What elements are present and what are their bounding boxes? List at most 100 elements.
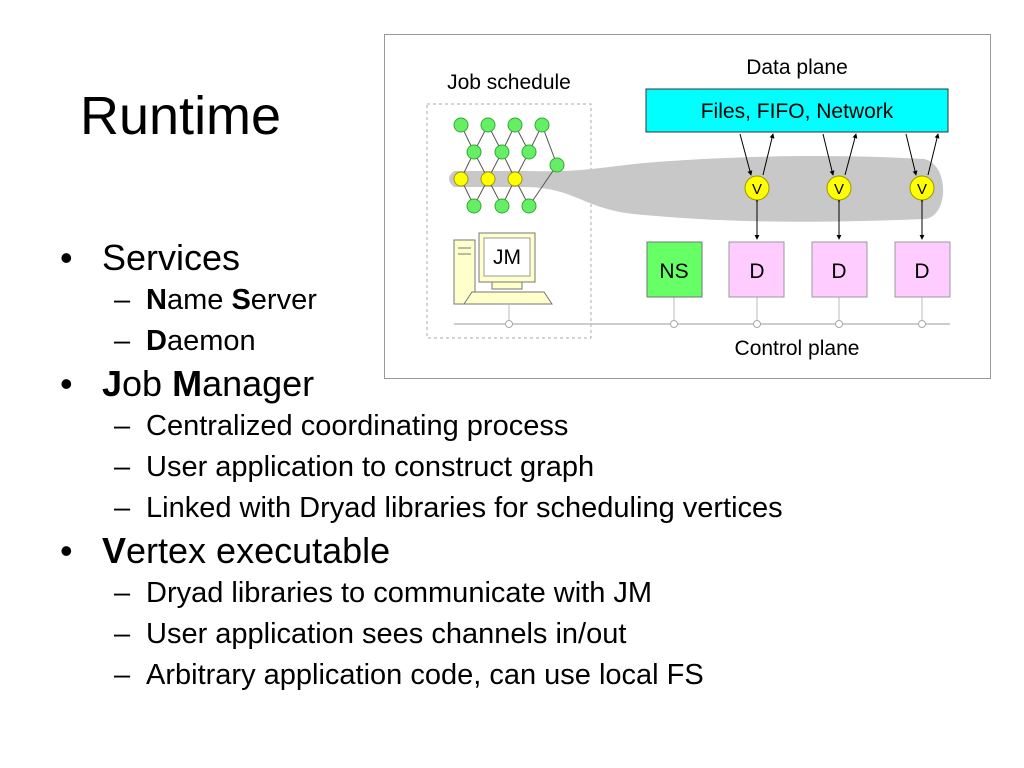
bullet-list: • Services – Name Server – Daemon • Job … (60, 236, 960, 696)
vertex-label: V (752, 181, 762, 198)
bullet-marker: • (60, 530, 73, 571)
graph-node (466, 144, 482, 160)
sub-bullet-text: Dryad libraries to communicate with JM (146, 577, 653, 609)
graph-edge (528, 164, 558, 207)
files-fifo-network-box (645, 88, 949, 133)
graph-node (466, 198, 482, 214)
ns-label: NS (659, 260, 688, 283)
bold-initial: D (146, 325, 167, 357)
sub-bullet-daemon: – Daemon (60, 321, 960, 362)
active-graph-node (480, 171, 496, 187)
bus-tap (753, 320, 761, 328)
computer-keyboard (463, 291, 553, 305)
vertex-label: V (917, 181, 927, 198)
dash-marker: – (114, 618, 131, 650)
data-arrow-out (927, 133, 940, 176)
sub-bullet-text: Linked with Dryad libraries for scheduli… (146, 492, 783, 524)
daemon-box (811, 241, 868, 298)
bus-tap (835, 320, 843, 328)
bold-initial: V (102, 530, 127, 571)
job-schedule-label: Job schedule (447, 71, 571, 94)
job-manager-computer-icon: JM (453, 232, 553, 305)
daemon-label: D (749, 260, 764, 283)
bullet-vertex-executable: • Vertex executable (60, 529, 960, 573)
slide-title: Runtime (80, 86, 282, 146)
sub-bullet: – Centralized coordinating process (60, 406, 960, 447)
files-fifo-network-label: Files, FIFO, Network (701, 100, 894, 123)
bullet-marker: • (60, 363, 73, 404)
dash-marker: – (114, 659, 131, 691)
vertex-nodes: V V V (744, 175, 935, 201)
graph-node (549, 157, 565, 173)
jm-label: JM (493, 246, 521, 269)
bullet-marker: • (60, 237, 73, 278)
text-part: ob (122, 363, 173, 404)
dash-marker: – (114, 492, 131, 524)
graph-node (507, 117, 523, 133)
text-part: aemon (166, 325, 256, 357)
vertex-node (909, 175, 935, 201)
graph-node (521, 198, 537, 214)
bullet-text: Services (102, 237, 241, 278)
sub-bullet-name-server: – Name Server (60, 280, 960, 321)
bus-tap (505, 320, 513, 328)
dash-marker: – (114, 325, 131, 357)
dash-marker: – (114, 410, 131, 442)
data-plane-links (739, 133, 940, 176)
bus-tap (670, 320, 678, 328)
data-arrow-out (762, 133, 775, 176)
data-plane-shape (449, 156, 944, 222)
graph-node (494, 144, 510, 160)
daemon-box (894, 241, 951, 298)
sub-bullet: – Arbitrary application code, can use lo… (60, 655, 960, 696)
dash-marker: – (114, 451, 131, 483)
vertex-node (744, 175, 770, 201)
graph-node (534, 117, 550, 133)
sub-bullet-text: Arbitrary application code, can use loca… (146, 659, 704, 691)
data-arrow-in (822, 133, 835, 176)
bold-initial: S (231, 284, 251, 316)
text-part: ame (166, 284, 232, 316)
active-graph-node (507, 171, 523, 187)
dash-marker: – (114, 284, 131, 316)
active-graph-node (453, 171, 469, 187)
bold-initial: N (146, 284, 167, 316)
data-arrow-in (905, 133, 918, 176)
bullet-services: • Services (60, 236, 960, 280)
daemon-vertex-links (754, 197, 925, 240)
daemon-label: D (831, 260, 846, 283)
sub-bullet-text: Centralized coordinating process (146, 410, 569, 442)
job-schedule-frame (426, 103, 592, 339)
bus-tap (918, 320, 926, 328)
data-arrow-in (739, 133, 753, 176)
name-server-box (646, 241, 703, 298)
control-plane-label: Control plane (735, 337, 860, 360)
bus-taps (505, 320, 926, 328)
sub-bullet-text: User application sees channels in/out (146, 618, 627, 650)
sub-bullet-text: User application to construct graph (146, 451, 595, 483)
bullet-job-manager: • Job Manager (60, 362, 960, 406)
job-graph (453, 117, 565, 214)
dash-marker: – (114, 577, 131, 609)
runtime-architecture-diagram: Job schedule Data plane Files, FIFO, Net… (384, 34, 991, 379)
sub-bullet: – User application sees channels in/out (60, 614, 960, 655)
job-graph-nodes (453, 117, 565, 214)
daemon-label: D (914, 260, 929, 283)
text-part: anager (202, 363, 315, 404)
monitor-screen (483, 237, 531, 277)
sub-bullet: – User application to construct graph (60, 447, 960, 488)
data-plane-label: Data plane (746, 56, 848, 79)
vertex-label: V (834, 181, 844, 198)
graph-node (494, 198, 510, 214)
text-part: erver (250, 284, 317, 316)
monitor-stand (491, 281, 523, 290)
sub-bullet: – Linked with Dryad libraries for schedu… (60, 488, 960, 529)
sub-bullet: – Dryad libraries to communicate with JM (60, 573, 960, 614)
active-vertex-nodes (453, 171, 523, 187)
bold-initial: M (172, 363, 203, 404)
graph-node (480, 117, 496, 133)
graph-node (453, 117, 469, 133)
bold-initial: J (102, 363, 123, 404)
data-arrow-out (844, 133, 858, 176)
daemon-box (728, 241, 785, 298)
